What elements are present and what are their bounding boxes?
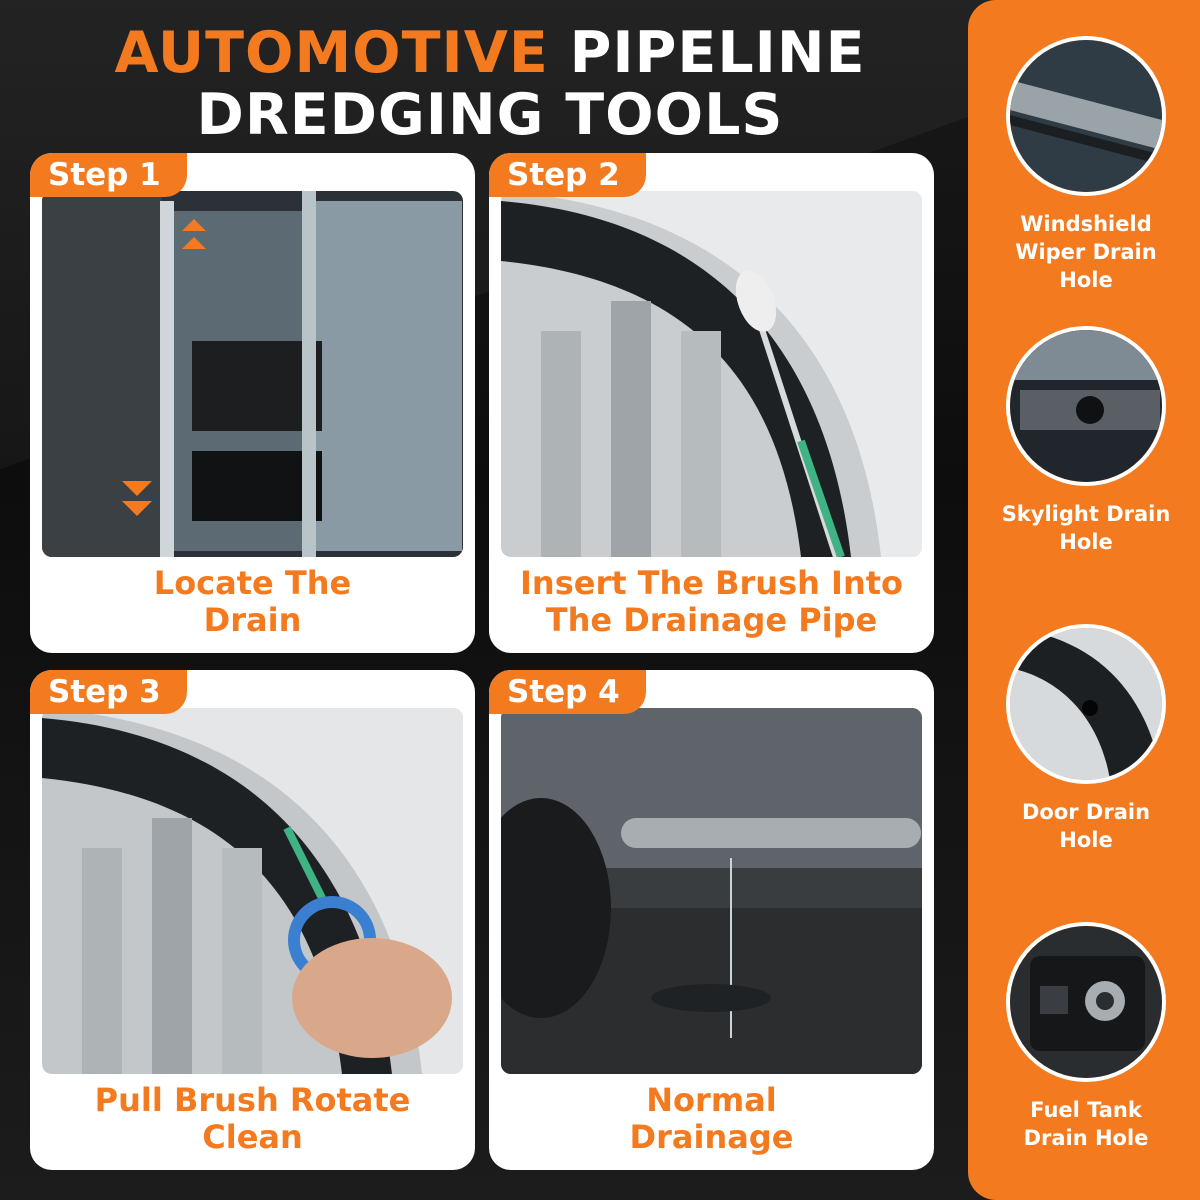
step-2-caption-line1: Insert The Brush Into	[520, 564, 903, 602]
door-drain-label: Door Drain Hole	[996, 798, 1176, 854]
door-label-line2: Hole	[1059, 828, 1113, 852]
fuel-tank-label-line2: Drain Hole	[1023, 1126, 1149, 1150]
step-3-caption-line1: Pull Brush Rotate	[94, 1081, 411, 1119]
title-line1-rest: PIPELINE	[569, 20, 866, 86]
windshield-drain-photo	[1006, 36, 1166, 196]
step-1-caption-line1: Locate The	[153, 564, 352, 602]
step-card-3: Step 3 Pull Brush Rotate Clean	[30, 670, 475, 1170]
step-2-photo-wheel-arch	[501, 191, 922, 557]
step-card-1: Step 1 Locate The Drain	[30, 153, 475, 653]
step-2-caption: Insert The Brush Into The Drainage Pipe	[489, 565, 934, 639]
step-1-caption: Locate The Drain	[30, 565, 475, 639]
fuel-tank-label-line1: Fuel Tank	[1030, 1098, 1142, 1122]
step-1-caption-line2: Drain	[203, 601, 302, 639]
step-4-photo-drainage	[501, 708, 922, 1074]
step-1-tab: Step 1	[30, 153, 187, 197]
step-2-tab: Step 2	[489, 153, 646, 197]
page-title: AUTOMOTIVE PIPELINE DREDGING TOOLS	[0, 22, 980, 146]
step-4-caption-line2: Drainage	[629, 1118, 794, 1156]
windshield-label-line1: Windshield	[1020, 212, 1152, 236]
step-3-photo-pull-brush	[42, 708, 463, 1074]
step-4-caption-line1: Normal	[646, 1081, 777, 1119]
step-4-caption: Normal Drainage	[489, 1082, 934, 1156]
step-2-caption-line2: The Drainage Pipe	[545, 601, 878, 639]
windshield-drain-label: Windshield Wiper Drain Hole	[996, 210, 1176, 294]
title-accent: AUTOMOTIVE	[114, 20, 549, 86]
windshield-label-line2: Wiper Drain	[1015, 240, 1157, 264]
sidebar-item-door: Door Drain Hole	[996, 624, 1176, 854]
skylight-drain-photo	[1006, 326, 1166, 486]
title-line2: DREDGING TOOLS	[196, 82, 784, 148]
sidebar-item-windshield: Windshield Wiper Drain Hole	[996, 36, 1176, 294]
windshield-label-line3: Hole	[1059, 268, 1113, 292]
step-card-4: Step 4 Normal Drainage	[489, 670, 934, 1170]
step-card-2: Step 2 Insert The Brush Into The Drainag…	[489, 153, 934, 653]
skylight-label-line1: Skylight Drain	[1001, 502, 1171, 526]
door-drain-photo	[1006, 624, 1166, 784]
fuel-tank-drain-label: Fuel Tank Drain Hole	[996, 1096, 1176, 1152]
step-3-caption: Pull Brush Rotate Clean	[30, 1082, 475, 1156]
skylight-drain-label: Skylight Drain Hole	[996, 500, 1176, 556]
sidebar-item-fuel-tank: Fuel Tank Drain Hole	[996, 922, 1176, 1152]
step-3-tab: Step 3	[30, 670, 187, 714]
fuel-tank-drain-photo	[1006, 922, 1166, 1082]
step-3-caption-line2: Clean	[202, 1118, 303, 1156]
door-label-line1: Door Drain	[1021, 800, 1151, 824]
sidebar-item-skylight: Skylight Drain Hole	[996, 326, 1176, 556]
step-1-photo-car-door	[42, 191, 463, 557]
skylight-label-line2: Hole	[1059, 530, 1113, 554]
step-4-tab: Step 4	[489, 670, 646, 714]
